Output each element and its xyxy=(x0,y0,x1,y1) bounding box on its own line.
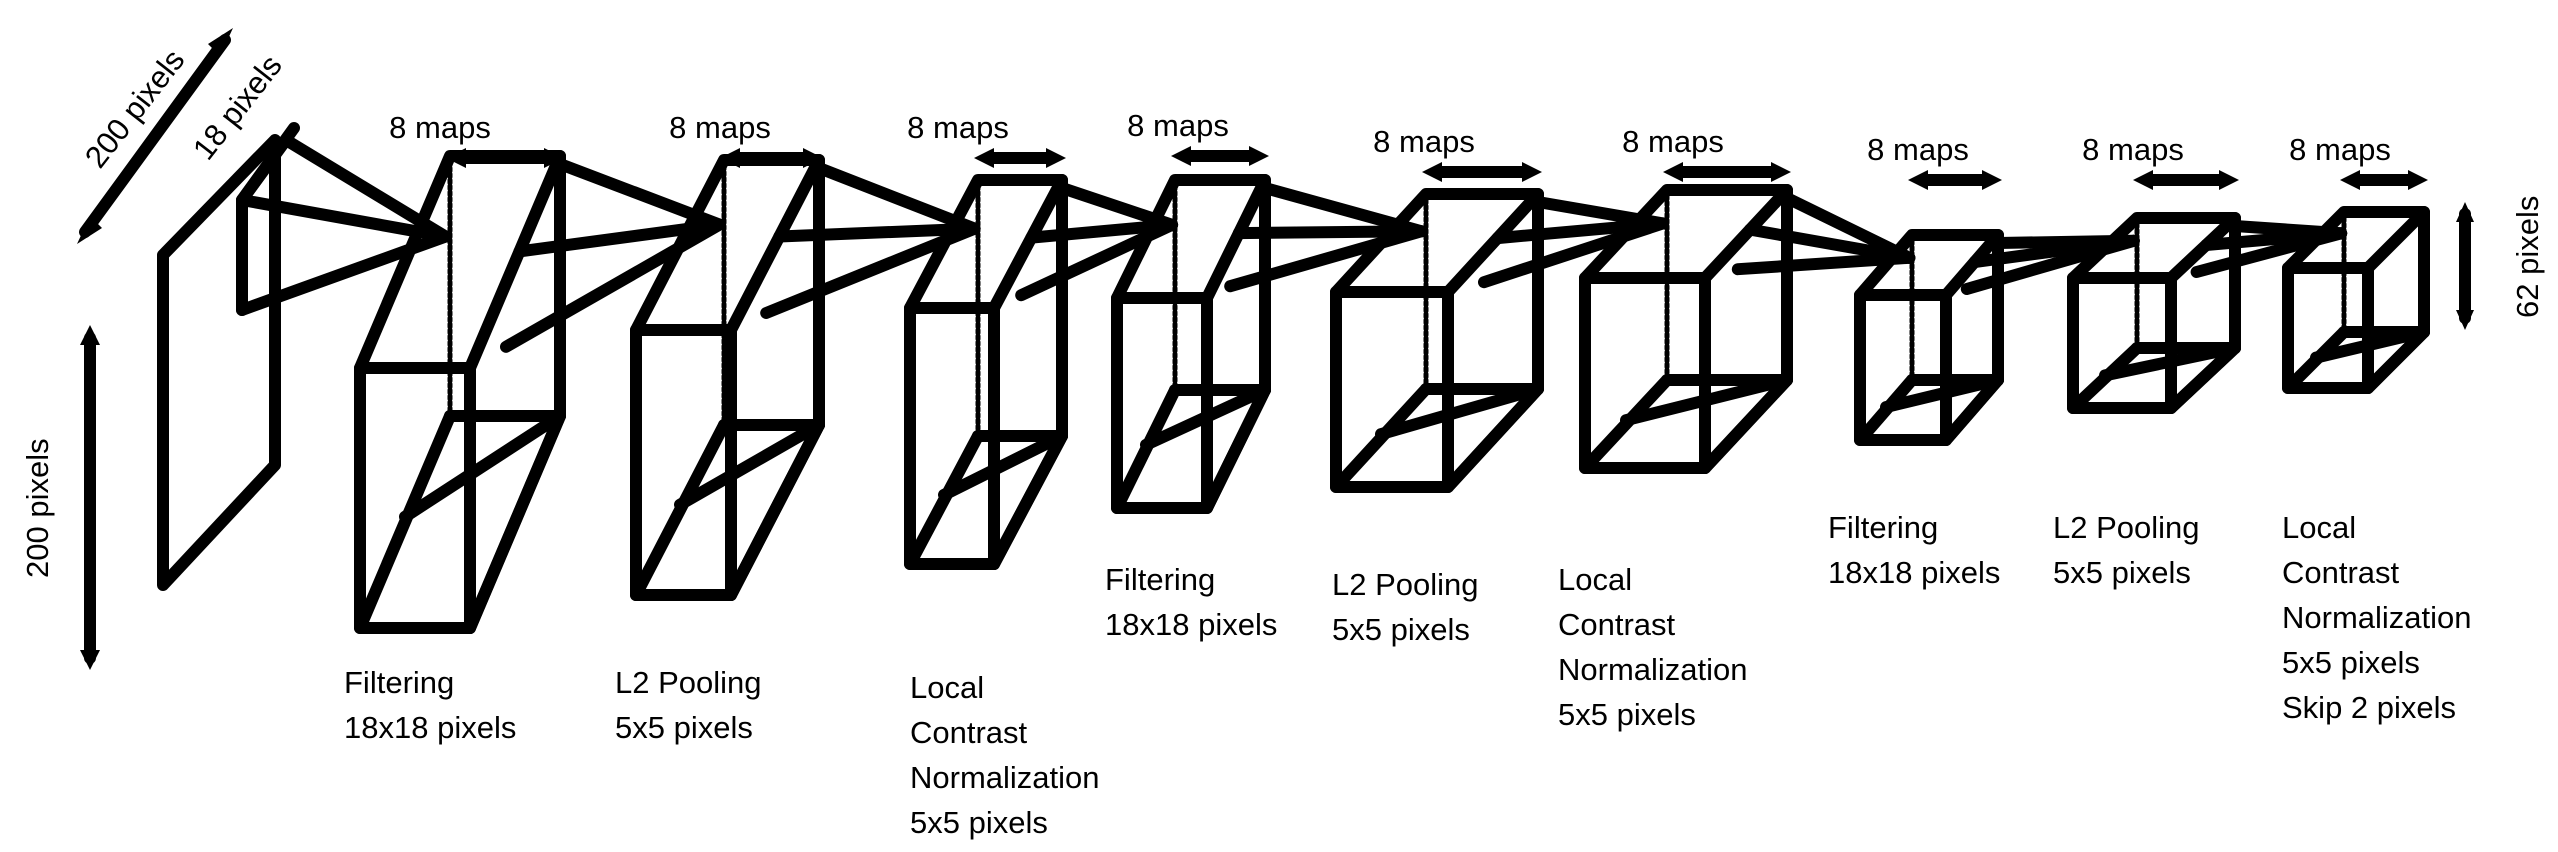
layer-1-caption: Filtering 18x18 pixels xyxy=(344,665,516,745)
output-size-label: 62 pixels xyxy=(2510,196,2545,318)
layer-8-caption: L2 Pooling 5x5 pixels xyxy=(2053,510,2200,590)
layer-9-caption-line: Normalization xyxy=(2282,600,2472,635)
layer-2-maps-label: 8 maps xyxy=(669,110,771,145)
layer-3-caption-line: Local xyxy=(910,670,984,705)
layer-3-maps-arrow xyxy=(974,148,1066,168)
layer-8-maps-label: 8 maps xyxy=(2082,132,2184,167)
layer-3-maps-label: 8 maps xyxy=(907,110,1009,145)
layer-6-caption-line: Normalization xyxy=(1558,652,1748,687)
layer-5-caption: L2 Pooling 5x5 pixels xyxy=(1332,567,1479,647)
layer-5: 8 maps L2 Pooling 5x5 pixels xyxy=(1224,124,1544,647)
layer-8-caption-line: L2 Pooling xyxy=(2053,510,2200,545)
layer-4-feature-maps-box xyxy=(1111,174,1271,514)
output-height-arrow xyxy=(2456,202,2474,330)
layer-2-connection xyxy=(500,158,726,353)
layer-6-feature-maps-box xyxy=(1579,184,1793,474)
layer-6-caption-line: Local xyxy=(1558,562,1632,597)
layer-7-maps-arrow xyxy=(1908,170,2002,190)
input-width-arrow xyxy=(77,28,233,244)
layer-2-caption-line: 5x5 pixels xyxy=(615,710,753,745)
layer-9-maps-label: 8 maps xyxy=(2289,132,2391,167)
layer-7-caption-line: 18x18 pixels xyxy=(1828,555,2000,590)
layer-1-caption-line: Filtering xyxy=(344,665,454,700)
input-height-label: 200 pixels xyxy=(20,438,55,578)
layer-1-caption-line: 18x18 pixels xyxy=(344,710,516,745)
layer-7-caption: Filtering 18x18 pixels xyxy=(1828,510,2000,590)
input-height-arrow xyxy=(80,325,100,670)
layer-9-caption-line: Local xyxy=(2282,510,2356,545)
layer-5-maps-label: 8 maps xyxy=(1373,124,1475,159)
layer-4-maps-label: 8 maps xyxy=(1127,108,1229,143)
layer-4-maps-arrow xyxy=(1171,146,1269,166)
layer-6-maps-arrow xyxy=(1663,162,1791,182)
layer-3-caption-line: Contrast xyxy=(910,715,1028,750)
layer-7-maps-label: 8 maps xyxy=(1867,132,1969,167)
layer-9-caption-line: 5x5 pixels xyxy=(2282,645,2420,680)
layer-6-connection xyxy=(1478,196,1669,289)
layer-2: 8 maps L2 Pooling 5x5 pixels xyxy=(500,110,825,745)
layer-2-maps-arrow xyxy=(720,148,823,168)
layer-5-maps-arrow xyxy=(1422,162,1542,182)
layer-1-maps-arrow xyxy=(446,148,564,168)
layer-4-caption-line: Filtering xyxy=(1105,562,1215,597)
layer-6-caption-line: 5x5 pixels xyxy=(1558,697,1696,732)
layer-8: 8 maps L2 Pooling 5x5 pixels xyxy=(1960,132,2241,590)
layer-7-caption-line: Filtering xyxy=(1828,510,1938,545)
layer-9-feature-maps-box xyxy=(2282,206,2430,394)
layer-2-caption-line: L2 Pooling xyxy=(615,665,762,700)
layer-8-caption-line: 5x5 pixels xyxy=(2053,555,2191,590)
layer-5-caption-line: L2 Pooling xyxy=(1332,567,1479,602)
layer-6-maps-label: 8 maps xyxy=(1622,124,1724,159)
layer-9-maps-arrow xyxy=(2340,170,2428,190)
layer-9-caption-line: Contrast xyxy=(2282,555,2400,590)
layer-2-caption: L2 Pooling 5x5 pixels xyxy=(615,665,762,745)
layer-3-caption-line: Normalization xyxy=(910,760,1100,795)
layer-3-caption-line: 5x5 pixels xyxy=(910,805,1048,840)
layer-4-caption: Filtering 18x18 pixels xyxy=(1105,562,1277,642)
layer-8-maps-arrow xyxy=(2133,170,2239,190)
layer-3-feature-maps-box xyxy=(904,174,1068,570)
layer-4-caption-line: 18x18 pixels xyxy=(1105,607,1277,642)
layer-1-maps-label: 8 maps xyxy=(389,110,491,145)
layer-9-caption-line: Skip 2 pixels xyxy=(2282,690,2456,725)
layer-6-caption-line: Contrast xyxy=(1558,607,1676,642)
layer-5-caption-line: 5x5 pixels xyxy=(1332,612,1470,647)
layer-7-connection xyxy=(1731,192,1916,276)
